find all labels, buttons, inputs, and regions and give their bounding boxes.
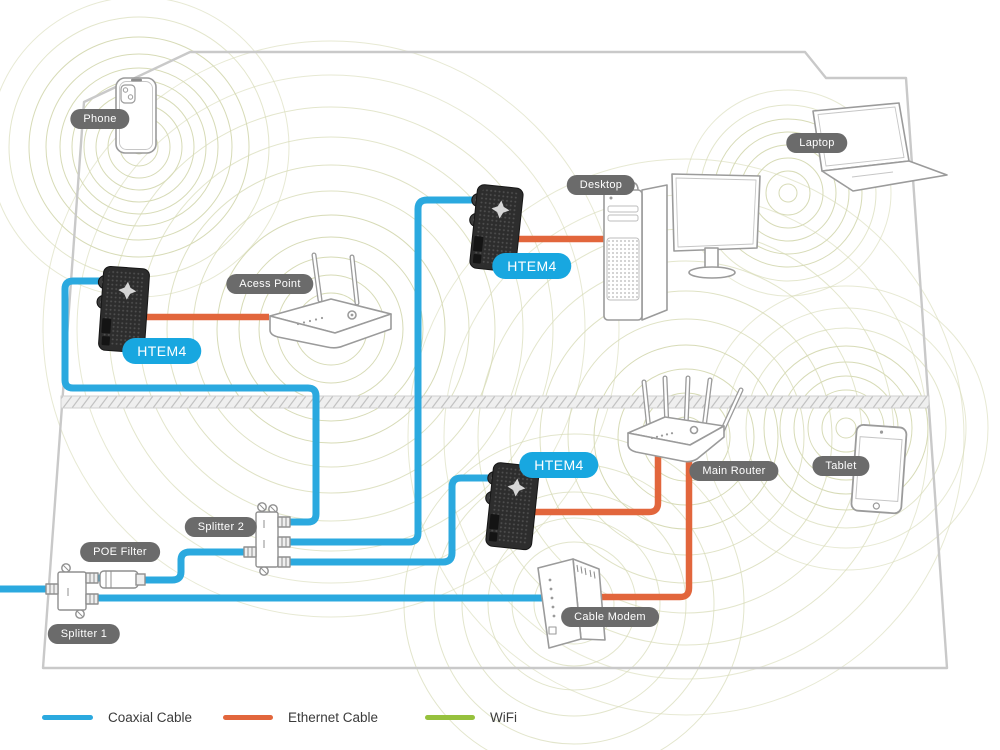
wifi-swatch (425, 714, 475, 720)
ethernet-cable-swatch (223, 714, 273, 720)
coaxial-cable-swatch (42, 714, 93, 720)
legend-label-wifi: WiFi (490, 709, 517, 725)
laptop-illustration (812, 102, 948, 192)
ethernet-cables (144, 235, 693, 601)
coax-splitter2-to-ap-adapter (61, 277, 320, 526)
legend-label-ethernet: Ethernet Cable (288, 709, 379, 725)
main-router-label: Main Router (689, 461, 779, 481)
desktop-label: Desktop (566, 175, 636, 195)
legend-item-coaxial: Coaxial Cable (42, 705, 192, 729)
wifi-rings-tablet (703, 285, 989, 571)
access-point-illustration (269, 252, 392, 349)
house-outline (41, 50, 949, 670)
legend: Coaxial Cable Ethernet Cable WiFi (0, 705, 1000, 735)
poe-filter-label: POE Filter (80, 542, 160, 562)
splitter-1-label: Splitter 1 (47, 624, 121, 644)
adapter-badge-desktop: HTEM4 (492, 253, 572, 279)
splitter-1-illustration (45, 563, 99, 619)
floor-divider (60, 395, 930, 409)
coax-splitter2-to-desktop-adapter (289, 196, 482, 546)
laptop-label: Laptop (786, 133, 848, 153)
cable-modem-label: Cable Modem (561, 607, 659, 627)
main-router-illustration (627, 375, 744, 463)
tablet-label: Tablet (812, 456, 870, 476)
coax-splitter2-to-router-adapter (289, 474, 498, 566)
tablet-illustration (850, 423, 908, 515)
legend-item-wifi: WiFi (425, 705, 517, 729)
legend-item-ethernet: Ethernet Cable (223, 705, 378, 729)
moca-adapter-router (485, 462, 540, 551)
coaxial-cables (0, 196, 545, 602)
coax-poe-to-splitter2 (136, 548, 246, 584)
splitter-2-illustration (243, 502, 291, 576)
poe-filter-illustration (99, 570, 146, 589)
cable-modem-illustration (537, 558, 606, 649)
adapter-badge-access-point: HTEM4 (122, 338, 202, 364)
legend-label-coaxial: Coaxial Cable (108, 709, 193, 725)
eth-router-to-modem (600, 450, 693, 601)
adapter-badge-router: HTEM4 (519, 452, 599, 478)
moca-adapter-access-point (96, 265, 150, 354)
desktop-illustration (603, 173, 761, 321)
moca-adapter-desktop (469, 184, 524, 273)
phone-label: Phone (70, 109, 130, 129)
splitter-2-label: Splitter 2 (184, 517, 258, 537)
eth-adapter-to-router (532, 450, 662, 516)
access-point-label: Acess Point (226, 274, 314, 294)
